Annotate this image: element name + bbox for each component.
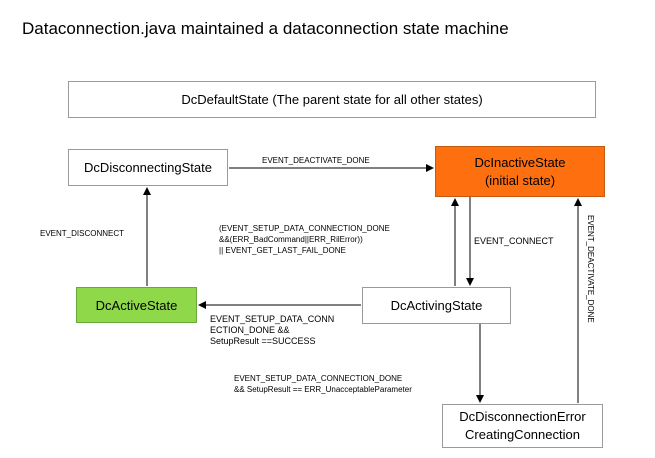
label-deactivate-done: EVENT_DEACTIVATE_DONE: [262, 156, 370, 165]
state-default-label: DcDefaultState (The parent state for all…: [181, 92, 483, 107]
state-active: DcActiveState: [76, 287, 197, 323]
state-active-label: DcActiveState: [95, 297, 178, 313]
state-inactive: DcInactiveState (initial state): [435, 146, 605, 197]
label-connect: EVENT_CONNECT: [474, 236, 554, 246]
state-error: DcDisconnectionError CreatingConnection: [442, 404, 603, 448]
label-setup-fail-line1: (EVENT_SETUP_DATA_CONNECTION_DONE: [219, 224, 390, 233]
label-setup-success-line2: ECTION_DONE &&: [210, 325, 290, 335]
state-inactive-label: DcInactiveState: [474, 154, 566, 170]
label-setup-unacceptable: EVENT_SETUP_DATA_CONNECTION_DONE && Setu…: [234, 373, 412, 395]
label-disconnect: EVENT_DISCONNECT: [40, 229, 125, 238]
label-deactivate-done-vertical: EVENT_DEACTIVATE_DONE: [586, 215, 595, 323]
state-disconnecting: DcDisconnectingState: [68, 149, 228, 186]
label-setup-fail: (EVENT_SETUP_DATA_CONNECTION_DONE &&(ERR…: [219, 223, 390, 256]
label-setup-success-line3: SetupResult ==SUCCESS: [210, 336, 316, 346]
state-activing-label: DcActivingState: [390, 298, 483, 313]
diagram-title: Dataconnection.java maintained a datacon…: [22, 19, 509, 38]
label-setup-unacceptable-line2: && SetupResult == ERR_UnacceptableParame…: [234, 385, 412, 394]
label-setup-success: EVENT_SETUP_DATA_CONN ECTION_DONE && Set…: [210, 314, 334, 347]
state-error-label-line1: DcDisconnectionError: [459, 409, 586, 424]
state-error-label-line2: CreatingConnection: [465, 427, 580, 442]
label-setup-success-line1: EVENT_SETUP_DATA_CONN: [210, 314, 335, 324]
label-setup-fail-line3: || EVENT_GET_LAST_FAIL_DONE: [219, 246, 346, 255]
label-setup-unacceptable-line1: EVENT_SETUP_DATA_CONNECTION_DONE: [234, 374, 403, 383]
state-default: DcDefaultState (The parent state for all…: [68, 81, 596, 118]
state-inactive-sublabel: (initial state): [484, 172, 556, 188]
state-activing: DcActivingState: [362, 287, 511, 324]
label-setup-fail-line2: &&(ERR_BadCommand||ERR_RilError)): [219, 235, 363, 244]
state-disconnecting-label: DcDisconnectingState: [84, 160, 212, 175]
